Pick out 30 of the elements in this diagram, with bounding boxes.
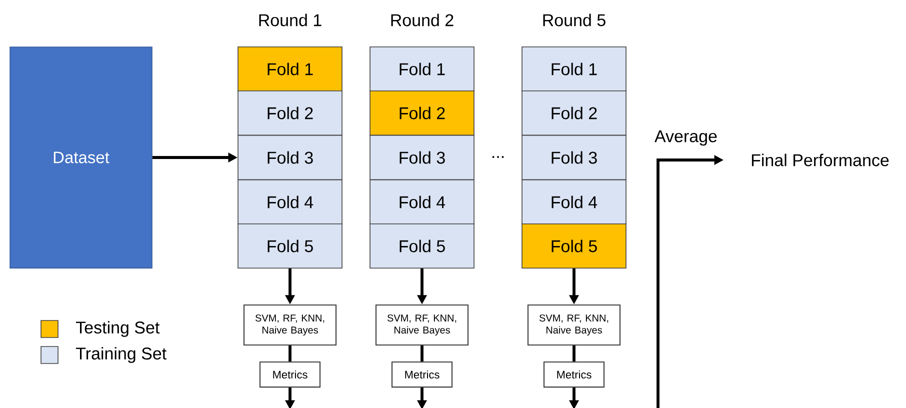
fold-box: Fold 4 — [522, 179, 626, 225]
dataset-box: Dataset — [10, 46, 152, 268]
output-text: Final Performance — [752, 154, 889, 166]
fold-box: Fold 5 — [238, 223, 342, 269]
fold-box: Fold 2 — [238, 90, 342, 136]
fold-box: Fold 3 — [370, 134, 474, 180]
metrics-box: Metrics — [259, 361, 321, 388]
edge-label: Average — [654, 130, 717, 146]
legend-text: Testing Set — [76, 321, 160, 337]
fold-box: Fold 4 — [370, 179, 474, 225]
legend-text: Training Set — [76, 347, 166, 363]
metrics-box: Metrics — [391, 361, 453, 388]
round-title: Round 5 — [543, 14, 606, 26]
round-title: Round 2 — [391, 14, 454, 26]
fold-box: Fold 4 — [238, 179, 342, 225]
ellipsis: ... — [492, 156, 504, 158]
fold-box: Fold 1 — [522, 46, 626, 92]
fold-box: Fold 5 — [370, 223, 474, 269]
fold-box: Fold 3 — [238, 134, 342, 180]
metrics-box: Metrics — [543, 361, 605, 388]
fold-box: Fold 3 — [522, 134, 626, 180]
fold-box: Fold 1 — [238, 46, 342, 92]
model-box: SVM, RF, KNN, Naive Bayes — [527, 304, 621, 346]
model-box: SVM, RF, KNN, Naive Bayes — [375, 304, 469, 346]
model-box: SVM, RF, KNN, Naive Bayes — [243, 304, 337, 346]
fold-box: Fold 2 — [370, 90, 474, 136]
fold-box: Fold 5 — [522, 223, 626, 269]
round-title: Round 1 — [259, 14, 322, 26]
fold-box: Fold 1 — [370, 46, 474, 92]
fold-box: Fold 2 — [522, 90, 626, 136]
